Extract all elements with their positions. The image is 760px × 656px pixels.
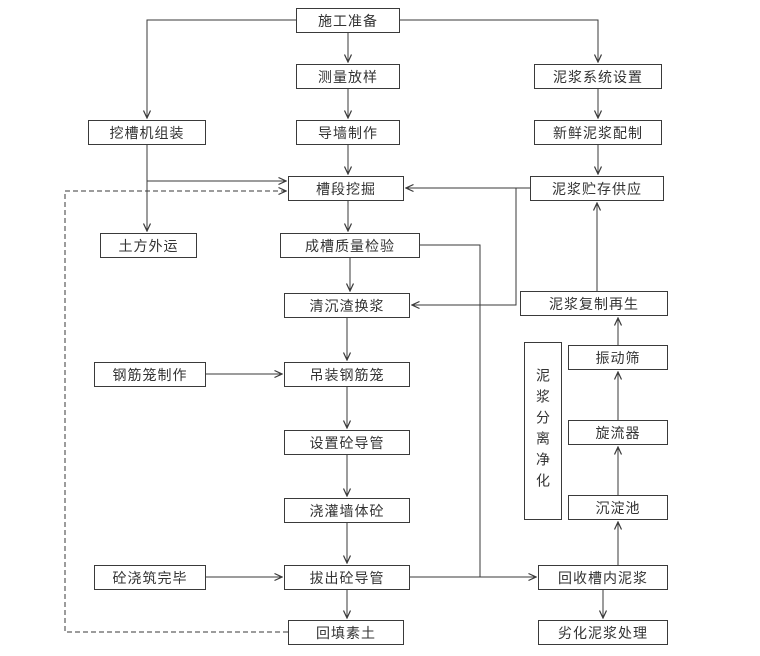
node-earth-removal: 土方外运	[100, 233, 197, 258]
node-rebar-cage-fabrication: 钢筋笼制作	[94, 362, 206, 387]
node-vibrating-screen: 振动筛	[568, 345, 668, 370]
node-fresh-slurry-preparation: 新鲜泥浆配制	[534, 120, 662, 145]
node-slurry-separation-purification: 泥浆分离净化	[524, 342, 562, 520]
node-survey-layout: 测量放样	[296, 64, 400, 89]
node-pour-wall-concrete: 浇灌墙体砼	[284, 498, 410, 523]
node-trench-quality-check: 成槽质量检验	[280, 233, 420, 258]
node-trench-excavation: 槽段挖掘	[288, 176, 404, 201]
node-slurry-storage-supply: 泥浆贮存供应	[530, 176, 664, 201]
node-construction-prep: 施工准备	[296, 8, 400, 33]
node-backfill-soil: 回填素土	[288, 620, 404, 645]
node-recover-trench-slurry: 回收槽内泥浆	[538, 565, 668, 590]
node-excavator-assembly: 挖槽机组装	[88, 120, 206, 145]
node-set-concrete-pipe: 设置砼导管	[284, 430, 410, 455]
node-slurry-system-setup: 泥浆系统设置	[534, 64, 662, 89]
node-slurry-regeneration: 泥浆复制再生	[520, 291, 668, 316]
node-guide-wall: 导墙制作	[296, 120, 400, 145]
node-concrete-pouring-done: 砼浇筑完毕	[94, 565, 206, 590]
node-clean-sediment-replace-slurry: 清沉渣换浆	[284, 293, 410, 318]
node-sedimentation-tank: 沉淀池	[568, 495, 668, 520]
node-pull-out-concrete-pipe: 拔出砼导管	[284, 565, 410, 590]
node-hoist-rebar-cage: 吊装钢筋笼	[284, 362, 410, 387]
node-degraded-slurry-treatment: 劣化泥浆处理	[538, 620, 668, 645]
node-cyclone: 旋流器	[568, 420, 668, 445]
